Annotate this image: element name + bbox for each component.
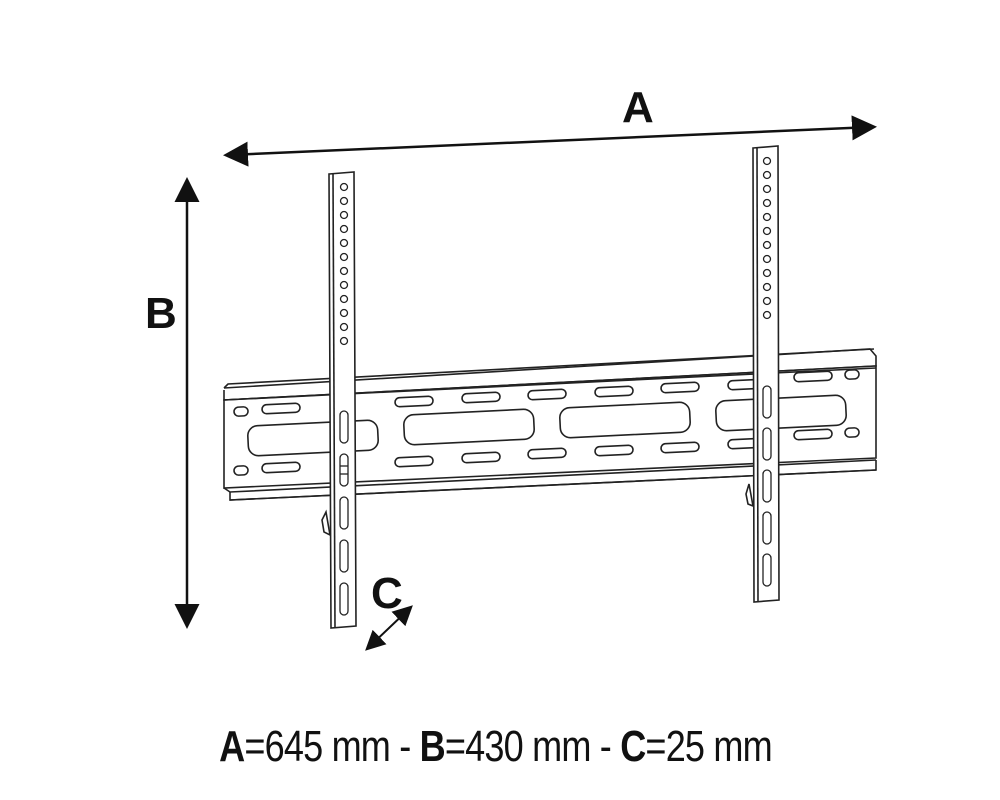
dimensions-caption: A=645 mm - B=430 mm - C=25 mm [86, 722, 906, 772]
dimension-a-label: A [622, 83, 654, 132]
dimension-c-arrow [365, 605, 413, 651]
caption-c-key: C [620, 722, 646, 771]
caption-a-value: 645 mm [264, 722, 391, 771]
caption-a-equals: = [244, 722, 265, 771]
caption-b-key: B [419, 722, 446, 771]
right-vertical-arm [745, 145, 780, 603]
caption-separator: - [590, 722, 621, 771]
caption-c-equals: = [645, 722, 666, 771]
caption-c-value: 25 mm [665, 722, 773, 771]
left-vertical-arm [321, 171, 357, 629]
dimension-b-label: B [145, 289, 177, 338]
caption-separator: - [390, 722, 420, 771]
caption-b-value: 430 mm [465, 722, 591, 771]
caption-a-key: A [219, 722, 245, 771]
caption-b-equals: = [444, 722, 466, 771]
dimension-a-arrow [223, 115, 877, 167]
dimension-c-label: C [371, 569, 403, 618]
